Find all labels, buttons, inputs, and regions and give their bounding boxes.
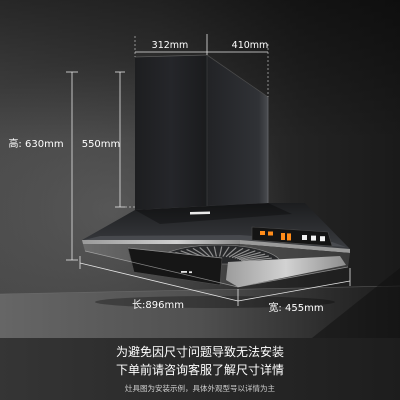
chimney-front bbox=[135, 55, 207, 210]
display-icon-orange bbox=[268, 231, 273, 236]
display-digit-orange bbox=[281, 233, 285, 240]
grille-slot bbox=[192, 248, 208, 258]
dimension-annotations: 312mm 410mm 高: 630mm 550mm 长:896mm 宽: 45… bbox=[8, 34, 351, 314]
notice-line-1: 为避免因尺寸问题导致无法安装 bbox=[115, 345, 284, 359]
chimney-side-top-edge bbox=[206, 54, 269, 98]
canopy-bottom-edge bbox=[84, 250, 349, 288]
suction-flap bbox=[127, 247, 223, 286]
flap-edge-highlight bbox=[127, 247, 223, 259]
grille-slot bbox=[240, 255, 269, 261]
dim-chimney-width: 312mm bbox=[152, 40, 189, 51]
touch-key-icon bbox=[302, 235, 307, 240]
oil-tray bbox=[226, 256, 346, 287]
dim-chimney-height: 550mm bbox=[82, 139, 121, 150]
grille-slot bbox=[219, 246, 223, 257]
countertop bbox=[0, 286, 400, 338]
grille-slot bbox=[242, 257, 272, 262]
canopy-top-reflection bbox=[84, 235, 346, 247]
grille-slot bbox=[231, 249, 250, 258]
front-rim-right bbox=[240, 240, 350, 253]
touch-key-icon bbox=[320, 236, 325, 242]
dim-overall-height: 高: 630mm bbox=[8, 137, 63, 150]
front-rim-left bbox=[82, 240, 240, 244]
grille-slot bbox=[225, 247, 237, 258]
grille-slot bbox=[237, 251, 261, 260]
brand-logo bbox=[190, 211, 210, 215]
right-wall-shadow bbox=[312, 268, 400, 338]
touch-key-icon bbox=[311, 235, 316, 241]
flap-logo bbox=[181, 271, 187, 273]
countertop-edge bbox=[0, 285, 400, 295]
chimney-shadow bbox=[135, 203, 292, 224]
grille-slot bbox=[222, 246, 230, 257]
hood-shadow bbox=[95, 296, 335, 308]
grille-slot bbox=[239, 253, 266, 261]
notice-line-2: 下单前请咨询客服了解尺寸详情 bbox=[115, 363, 284, 377]
range-hood bbox=[82, 54, 350, 288]
dim-length: 长:896mm bbox=[132, 299, 184, 311]
dim-line-length bbox=[79, 262, 239, 302]
grille-slot bbox=[206, 246, 214, 257]
grille-slot bbox=[199, 247, 211, 258]
footer-band bbox=[0, 338, 400, 400]
grille-slot bbox=[234, 250, 256, 259]
dim-line-width bbox=[237, 280, 351, 302]
flap-logo-mark bbox=[189, 271, 192, 274]
dim-chimney-depth: 410mm bbox=[232, 40, 269, 51]
display-digit-orange bbox=[287, 233, 291, 241]
grille-slot bbox=[213, 246, 217, 257]
control-panel bbox=[251, 226, 333, 247]
chimney-side bbox=[207, 55, 268, 206]
display-icon-orange bbox=[260, 231, 265, 235]
notice-footnote: 灶具图为安装示例，具体外观型号以详情为主 bbox=[125, 384, 275, 393]
intake-grille bbox=[154, 244, 282, 265]
chimney-top-edge bbox=[134, 54, 208, 58]
dim-width: 宽: 455mm bbox=[268, 301, 323, 314]
grille-slot bbox=[228, 248, 244, 258]
